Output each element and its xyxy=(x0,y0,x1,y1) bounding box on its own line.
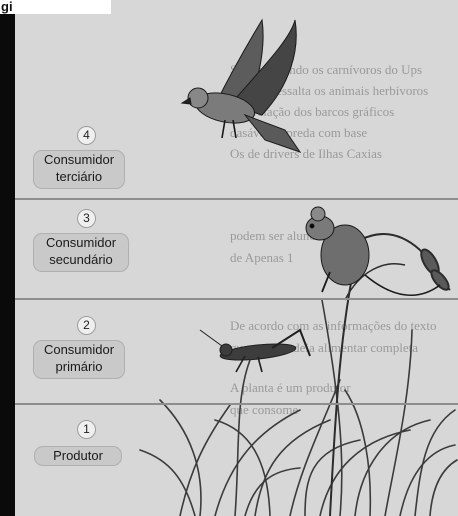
tertiary-consumer-label: Consumidor terciário xyxy=(33,150,125,189)
level-divider xyxy=(15,298,458,300)
background-text-line: que consome xyxy=(230,402,299,417)
secondary-consumer-label: Consumidor secundário xyxy=(33,233,129,272)
level-4-number: 4 xyxy=(77,126,96,145)
background-text-line: podem ser alunos xyxy=(230,228,321,243)
level-1-number: 1 xyxy=(77,420,96,439)
grasshopper-illustration xyxy=(199,328,311,373)
secondary-consumer-line1: Consumidor xyxy=(45,235,117,250)
tertiary-consumer-line2: terciário xyxy=(55,169,103,184)
primary-consumer-label: Consumidor primário xyxy=(33,340,125,379)
level-divider xyxy=(15,198,458,200)
level-2-number: 2 xyxy=(77,316,96,335)
background-text-line: Os de drivers de Ilhas Caxias xyxy=(230,146,382,161)
tertiary-consumer-line1: Consumidor xyxy=(43,152,115,167)
hawk-illustration xyxy=(180,18,302,153)
grass-illustration xyxy=(139,299,458,516)
secondary-consumer-line2: secundário xyxy=(49,252,113,267)
background-text-line: de Apenas 1 xyxy=(230,250,294,265)
primary-consumer-line2: primário xyxy=(55,359,103,374)
background-text-line: se a relação dos barcos gráficos xyxy=(230,104,395,119)
level-3-number: 3 xyxy=(77,209,96,228)
background-text-line: A planta é um produtor xyxy=(230,380,351,395)
left-border xyxy=(0,0,15,516)
primary-consumer-line1: Consumidor xyxy=(43,342,115,357)
background-text-line: De acordo com as informações do texto xyxy=(230,318,437,333)
level-divider xyxy=(15,403,458,405)
header-partial-word: gi xyxy=(0,0,111,14)
mouse-illustration xyxy=(305,206,441,296)
producer-label: Produtor xyxy=(34,446,122,466)
